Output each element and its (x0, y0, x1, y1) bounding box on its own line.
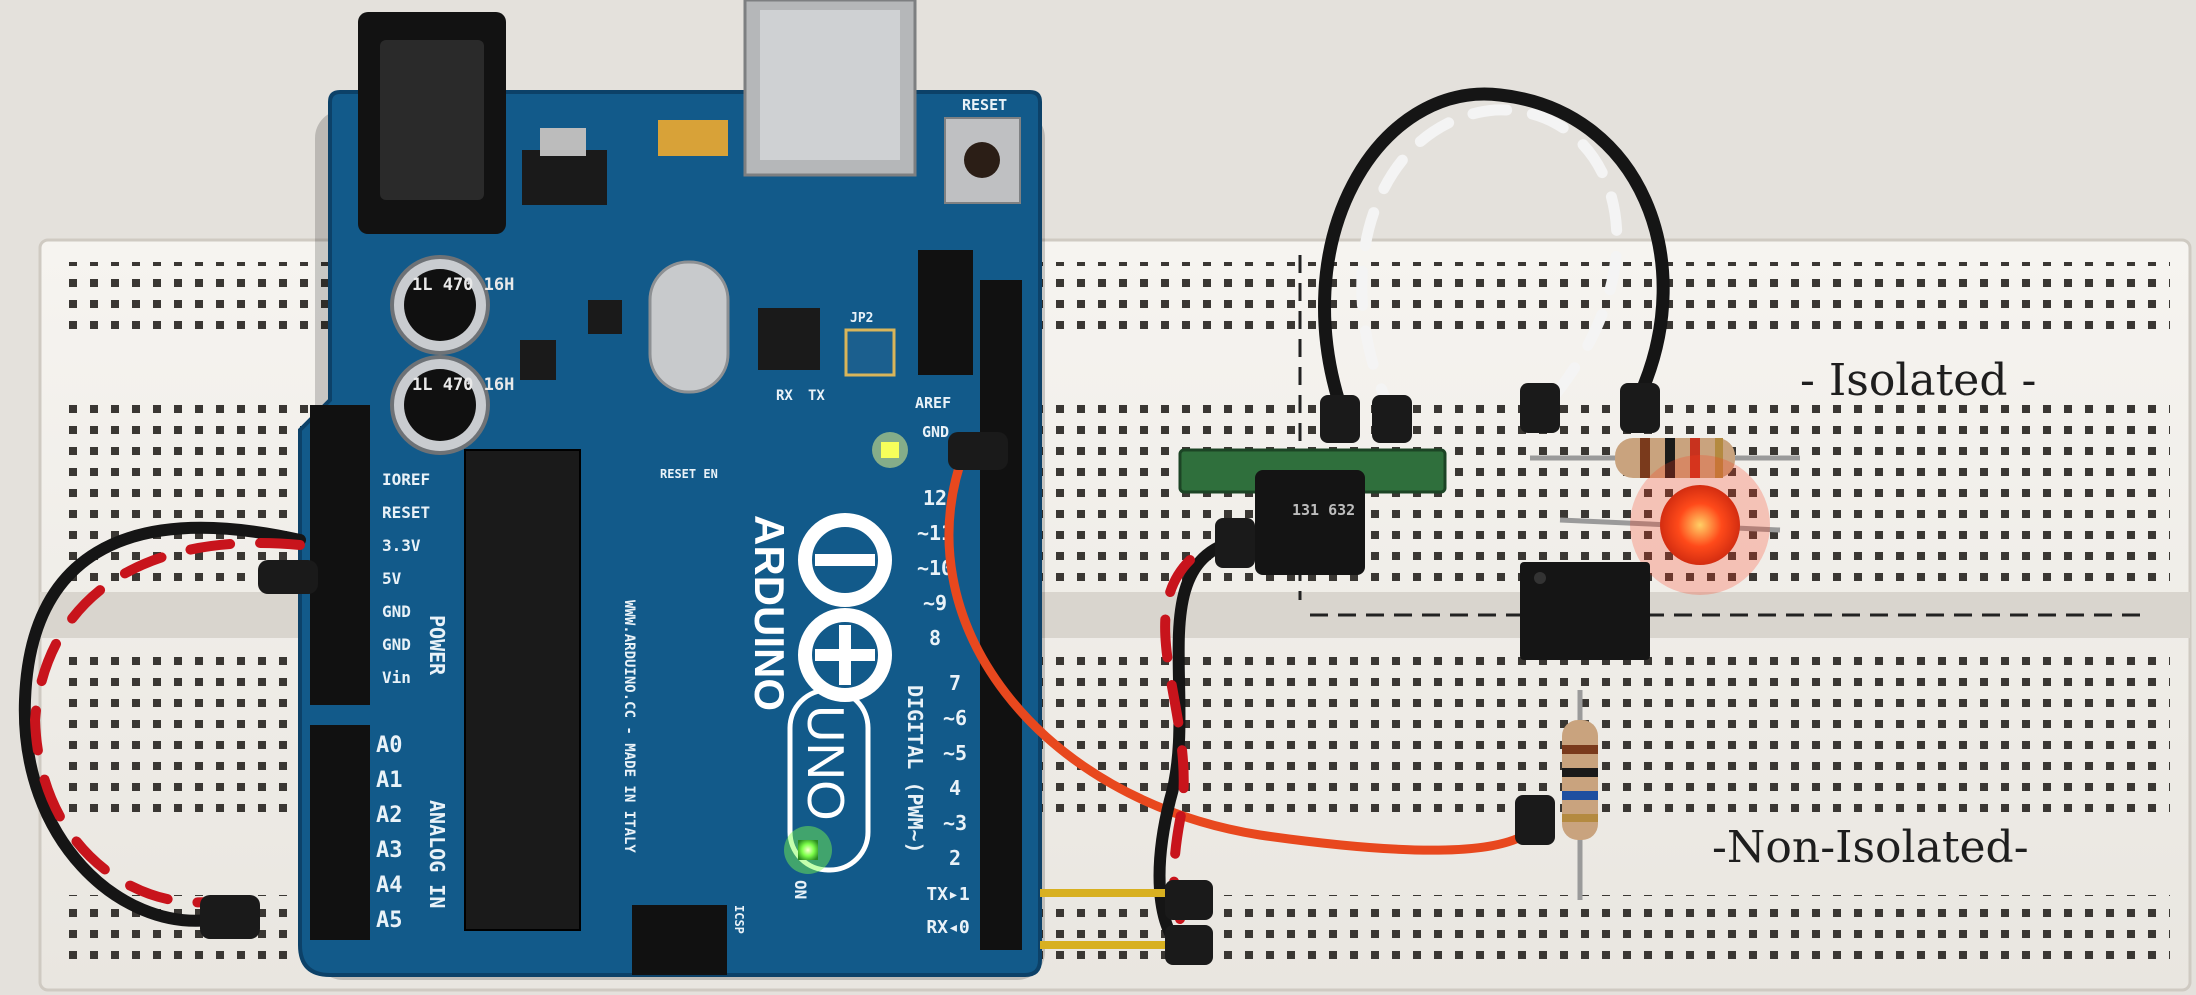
analog-header-label: ANALOG IN (425, 800, 449, 908)
reset-label: RESET (962, 96, 1007, 114)
pin-label: 12 (923, 486, 947, 510)
pin-label: A1 (376, 768, 403, 793)
power-pin-labels: IOREF RESET 3.3V 5V GND GND Vin (382, 470, 430, 687)
pin-label: 7 (949, 671, 961, 695)
tx-label: TX (808, 388, 825, 404)
pin-label: Vin (382, 668, 411, 687)
pin-label: 3.3V (382, 536, 421, 555)
analog-pin-labels: A0 A1 A2 A3 A4 A5 (376, 733, 403, 933)
icsp-label: ICSP (732, 905, 746, 934)
capacitor-marking-1: 1L 470 16H (412, 275, 514, 295)
pin-label: RESET (382, 503, 430, 522)
pin-label: ~9 (923, 591, 947, 615)
power-wire-left (18, 521, 318, 939)
capacitor: 1L 470 16H (390, 355, 514, 455)
pin-label: ~3 (943, 811, 967, 835)
power-wire-middle (1153, 518, 1255, 965)
pin-label: A2 (376, 803, 403, 828)
board-url: WWW.ARDUINO.CC - MADE IN ITALY (621, 600, 637, 853)
isolated-loop-wire (1318, 87, 1670, 443)
pin-label: A4 (376, 873, 403, 898)
pin-label: 5V (382, 569, 402, 588)
digital-label: DIGITAL (PWM~) (903, 685, 927, 854)
uno-model: UNO (796, 705, 854, 821)
atmega-chip (464, 449, 581, 931)
pin-label: ~6 (943, 706, 967, 730)
isolation-module: 131 632 (1178, 448, 1447, 575)
pin-label: RX◂0 (926, 917, 969, 938)
power-header-label: POWER (425, 615, 449, 676)
optocoupler-chip (1520, 562, 1650, 660)
gnd-label: GND (922, 423, 949, 441)
pin-label: 4 (949, 776, 961, 800)
pin-label: 8 (929, 626, 941, 650)
on-label: ON (791, 880, 810, 899)
red-led (1559, 455, 1781, 595)
rx-label: RX (776, 388, 793, 404)
aref-label: AREF (915, 394, 951, 412)
isolated-annotation: - Isolated - (1800, 355, 2036, 406)
capacitor-marking-2: 1L 470 16H (412, 375, 514, 395)
power-on-led (784, 826, 832, 874)
signal-wire-orange (944, 432, 1555, 855)
pin-label: A0 (376, 733, 403, 758)
analog-header (310, 725, 370, 940)
pin-label: GND (382, 635, 411, 654)
pin13-led (872, 432, 908, 468)
non-isolated-annotation: -Non-Isolated- (1712, 822, 2029, 873)
pin-label: IOREF (382, 470, 430, 489)
pin-label: TX▸1 (926, 884, 969, 905)
crystal-oscillator (648, 260, 730, 394)
pin-label: A5 (376, 908, 403, 933)
jumper-legs (1040, 889, 1165, 949)
reset-en-label: RESET EN (660, 467, 718, 481)
module-chip-marking: 131 632 (1292, 501, 1355, 519)
resistor-isolated (1530, 438, 1800, 478)
pin-label: GND (382, 602, 411, 621)
reset-button[interactable] (944, 117, 1021, 204)
power-header (310, 405, 370, 705)
capacitor: 1L 470 16H (390, 255, 514, 355)
digital-header (980, 280, 1022, 950)
jp2-label: JP2 (850, 311, 873, 326)
arduino-brand: ARDUINO (746, 515, 793, 711)
pin-label: 2 (949, 846, 961, 870)
pin-label: ~5 (943, 741, 967, 765)
arduino-board: 1L 470 16H 1L 470 16H RESET JP2 (298, 0, 1042, 977)
pin-label: A3 (376, 838, 403, 863)
resistor-non-isolated (1562, 690, 1598, 900)
arduino-logo (798, 513, 892, 702)
